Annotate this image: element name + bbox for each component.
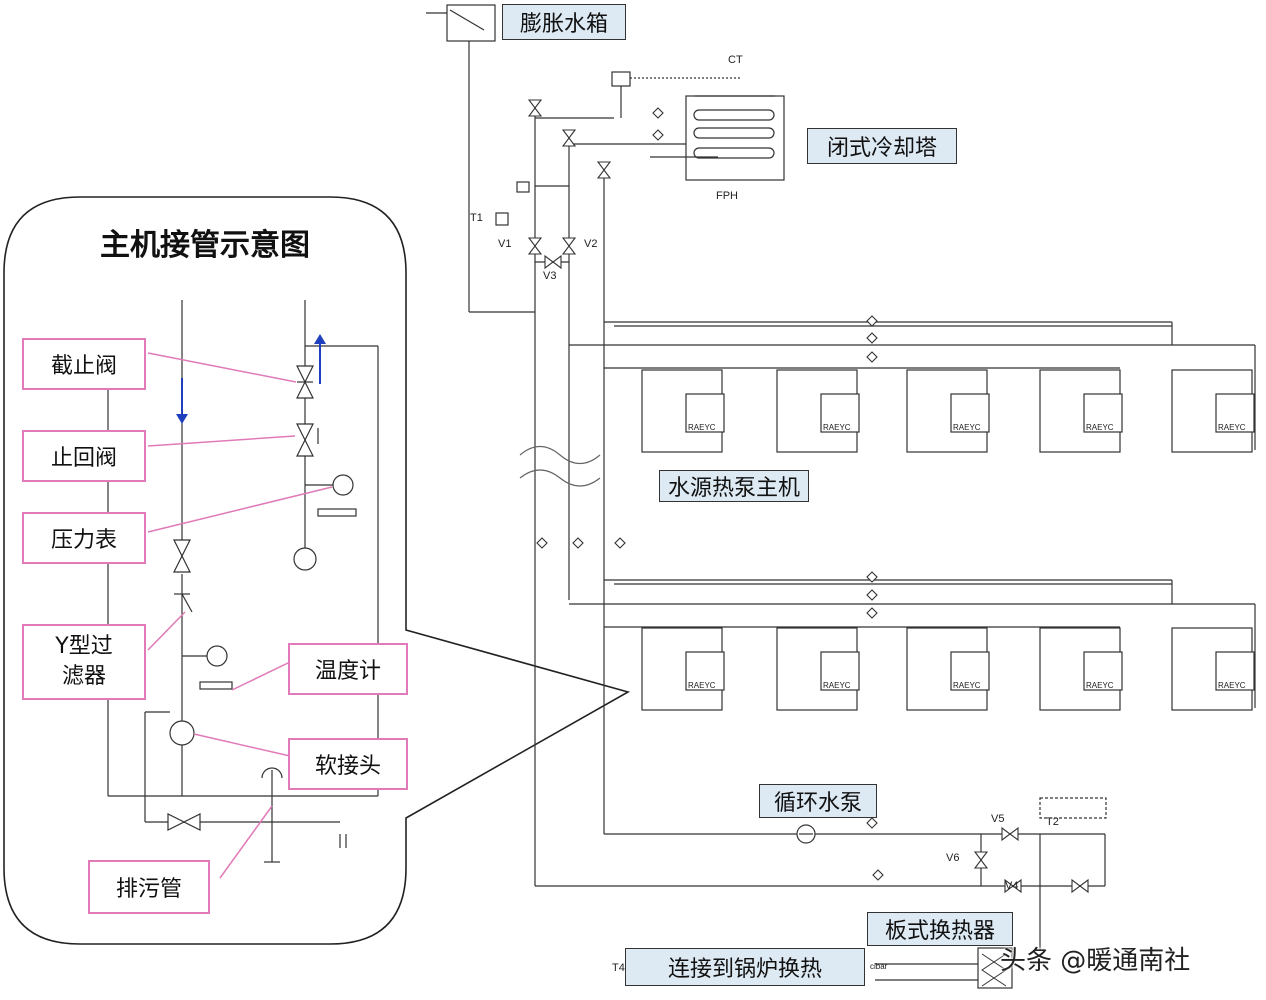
check-valve-symbol — [296, 423, 319, 457]
label-check-valve: 止回阀 — [22, 430, 146, 482]
y-filter-symbol — [174, 593, 193, 613]
drain-hook-symbol — [261, 767, 283, 779]
unit-tag: RAEYC — [1218, 681, 1246, 690]
label-drain-pipe: 排污管 — [88, 860, 210, 914]
label-y-filter-line1: Y型过 — [55, 634, 113, 659]
stop-valve-symbol — [296, 365, 314, 399]
label-circulation-pump: 循环水泵 — [759, 784, 877, 818]
tag-ct: CT — [728, 54, 743, 66]
flow-up-arrow — [314, 334, 326, 384]
exchanger-hatch — [981, 953, 1007, 987]
label-soft-joint: 软接头 — [288, 738, 408, 790]
label-expansion-tank: 膨胀水箱 — [502, 4, 626, 40]
flow-down-arrow — [176, 378, 188, 424]
tag-v5: V5 — [991, 813, 1005, 825]
panel-title: 主机接管示意图 — [100, 228, 310, 263]
gate-valves — [527, 99, 1089, 894]
tag-t4: T4 — [612, 962, 625, 974]
detail-callout-outline — [3, 196, 631, 945]
tag-v3: V3 — [543, 270, 557, 282]
tag-t2: T2 — [1046, 816, 1059, 828]
unit-tag: RAEYC — [823, 681, 851, 690]
unit-tag: RAEYC — [953, 681, 981, 690]
label-pressure-gauge: 压力表 — [22, 512, 146, 564]
thermometer-symbol — [199, 681, 233, 690]
label-thermometer: 温度计 — [288, 643, 408, 695]
unit-tag: RAEYC — [953, 423, 981, 432]
lower-heat-pump-units — [641, 627, 1255, 711]
tag-v2: V2 — [584, 238, 598, 250]
watermark: 头条 @暖通南社 — [1000, 945, 1191, 976]
left-pressure-gauge-symbol — [182, 645, 228, 667]
label-y-filter: Y型过 滤器 — [22, 624, 146, 700]
left-stop-valve-symbol — [173, 539, 191, 573]
tag-v1: V1 — [498, 238, 512, 250]
leader-lines — [147, 352, 333, 879]
unit-tag: RAEYC — [823, 423, 851, 432]
unit-tag: RAEYC — [1086, 681, 1114, 690]
tag-exchanger: cibar — [870, 962, 888, 971]
label-y-filter-line2: 滤器 — [61, 664, 106, 689]
unit-tag: RAEYC — [1086, 423, 1114, 432]
label-heat-pump-unit: 水源热泵主机 — [659, 470, 809, 502]
unit-tag: RAEYC — [688, 681, 716, 690]
label-boiler-connection: 连接到锅炉换热 — [625, 948, 865, 986]
unit-tag: RAEYC — [1218, 423, 1246, 432]
line-valves — [536, 107, 884, 881]
label-stop-valve: 截止阀 — [22, 338, 146, 390]
system-piping — [426, 4, 1256, 989]
tag-v4: V4 — [1005, 880, 1019, 892]
circulation-pump-symbol — [796, 824, 816, 844]
pump-symbol-right — [293, 547, 317, 571]
label-cooling-tower: 闭式冷却塔 — [807, 128, 957, 164]
drain-valve-symbol — [167, 813, 201, 831]
break-symbol — [519, 445, 601, 487]
tag-t1: T1 — [470, 212, 483, 224]
label-plate-exchanger: 板式换热器 — [867, 912, 1013, 946]
pressure-gauge-symbol — [305, 474, 357, 517]
tag-v6: V6 — [946, 852, 960, 864]
upper-heat-pump-units — [641, 369, 1255, 453]
unit-tag: RAEYC — [688, 423, 716, 432]
pump-symbol-left — [169, 720, 195, 746]
tag-fph: FPH — [716, 190, 738, 202]
